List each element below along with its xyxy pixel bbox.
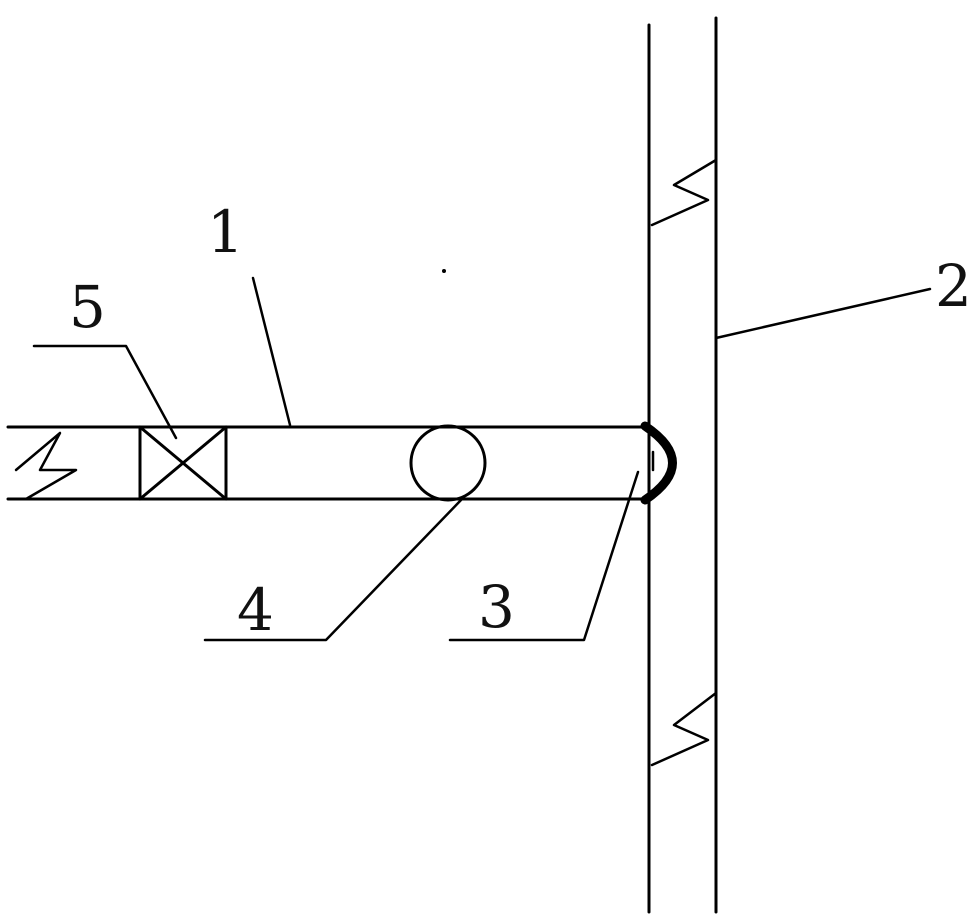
leader-line-5 xyxy=(32,344,178,440)
leader-lines xyxy=(32,276,932,642)
beam xyxy=(6,425,647,501)
label-3: 3 xyxy=(478,573,515,641)
block-cross-b xyxy=(138,425,228,501)
block-square xyxy=(138,425,228,501)
seal-element xyxy=(640,421,677,505)
seal-arc xyxy=(640,421,677,505)
wall xyxy=(647,16,718,914)
leader-line-4 xyxy=(203,497,464,642)
label-1: 1 xyxy=(207,198,244,266)
wall-break-lower xyxy=(650,691,718,767)
block-element xyxy=(138,425,228,501)
leader-line-1 xyxy=(251,276,292,427)
label-4: 4 xyxy=(237,576,274,644)
sphere-element xyxy=(409,424,487,502)
wall-break-upper xyxy=(650,158,718,227)
reference-labels: 1 2 3 4 5 xyxy=(69,198,972,644)
label-2: 2 xyxy=(935,252,972,320)
label-5: 5 xyxy=(69,273,106,341)
leader-line-3 xyxy=(448,470,640,642)
speck-dot xyxy=(442,269,446,273)
beam-break-symbol xyxy=(14,431,78,501)
leader-line-2 xyxy=(714,287,932,340)
